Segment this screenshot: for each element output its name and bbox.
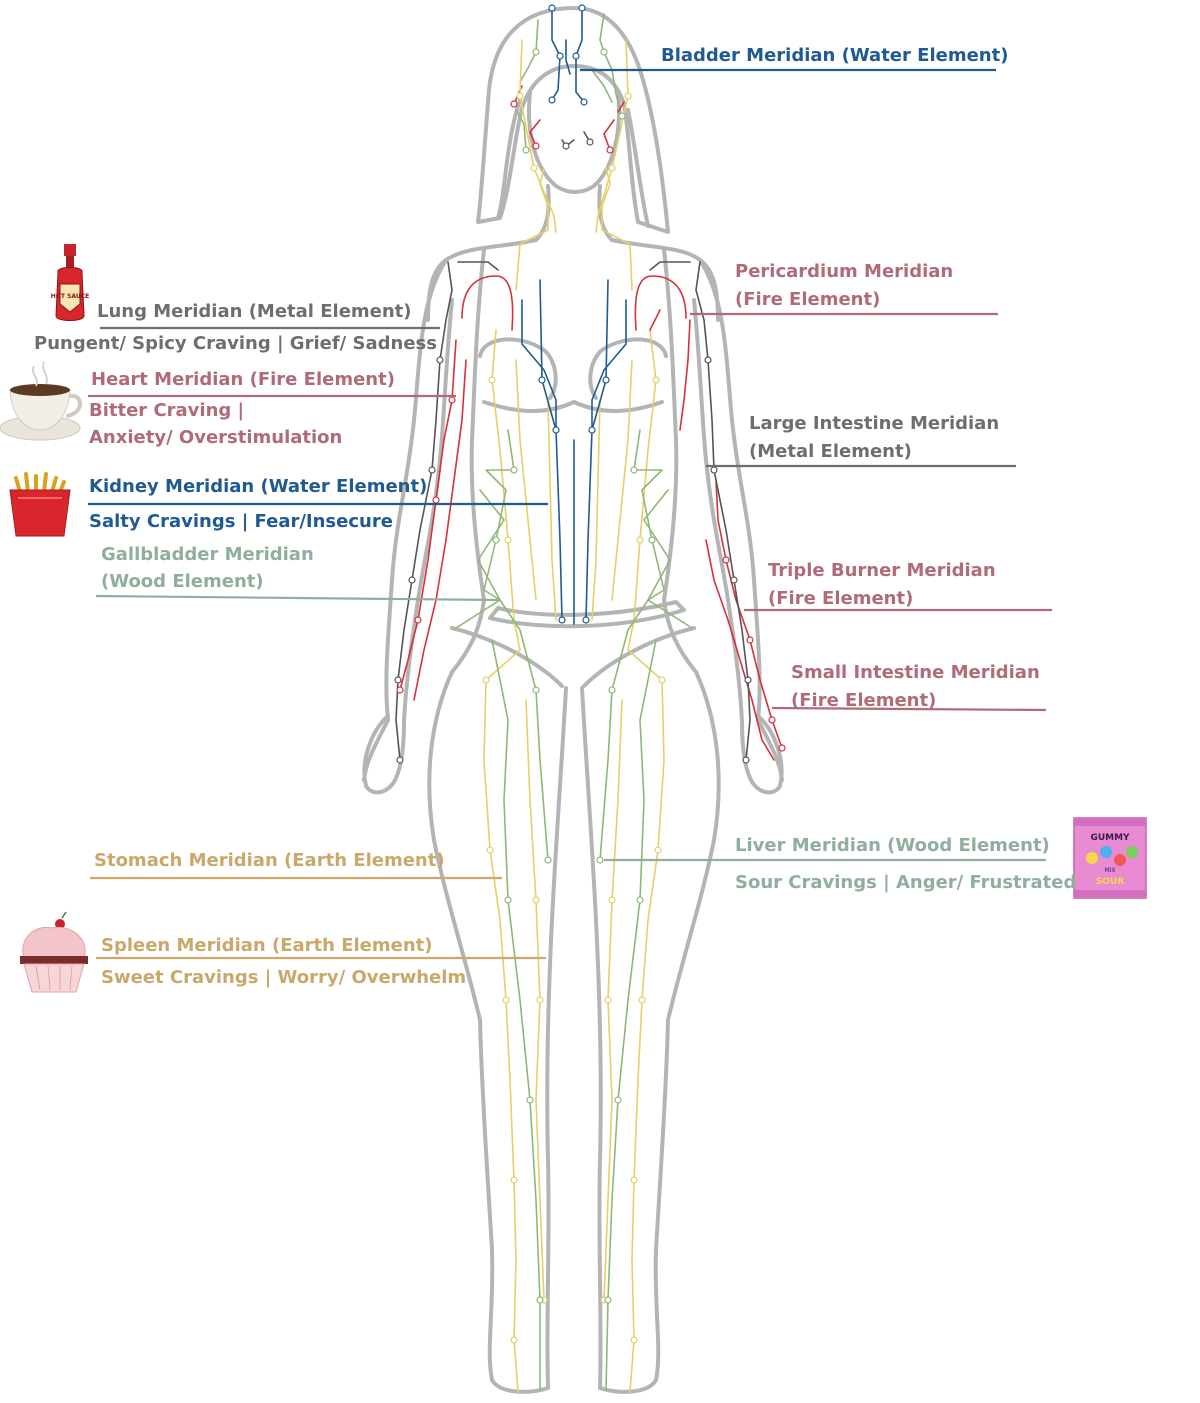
- kidney-craving-label: Salty Cravings | Fear/Insecure: [89, 511, 393, 532]
- hair-outline: [476, 6, 670, 234]
- gallbladder-meridian-label: Gallbladder Meridian: [101, 544, 314, 565]
- kidney-meridian-label: Kidney Meridian (Water Element): [89, 476, 428, 497]
- right-arm-outer: [698, 258, 784, 782]
- kidney-meridian-torso: [521, 279, 627, 625]
- liver-gallbladder-meridian: [455, 429, 693, 1391]
- lung-craving-label: Pungent/ Spicy Craving | Grief/ Sadness: [34, 333, 437, 354]
- cupcake-icon: [20, 911, 88, 993]
- hot-sauce-bottle-icon: HOT SAUCE: [51, 244, 89, 321]
- hot-sauce-label-text: HOT SAUCE: [51, 293, 89, 300]
- neck-right: [597, 184, 614, 242]
- left-leg-outer: [478, 1018, 550, 1394]
- spleen-meridian-label: Spleen Meridian (Earth Element): [101, 935, 433, 956]
- gallbladder-leader: [95, 594, 499, 602]
- acupoint-dots: [394, 4, 786, 1344]
- small-intestine-meridian-label: Small Intestine Meridian: [791, 662, 1040, 683]
- pericardium-meridian-label: Pericardium Meridian: [735, 261, 954, 282]
- french-fries-icon: [9, 472, 71, 537]
- body-outline: [362, 6, 784, 1394]
- gummy-bag-sour: SOUR: [1096, 877, 1124, 887]
- gallbladder-meridian-head: [515, 13, 623, 151]
- brief-right: [582, 626, 696, 688]
- triple-burner-meridian-label: Triple Burner Meridian: [768, 560, 996, 581]
- liver-craving-label: Sour Cravings | Anger/ Frustrated: [735, 872, 1077, 893]
- small-intestine-element-label: (Fire Element): [791, 690, 937, 711]
- right-leg-inner: [580, 686, 603, 1390]
- large-intestine-element-label: (Metal Element): [749, 441, 912, 462]
- triple-burner-element-label: (Fire Element): [768, 588, 914, 609]
- liver-meridian-label: Liver Meridian (Wood Element): [735, 835, 1050, 856]
- face-outline: [527, 90, 621, 194]
- coffee-cup-icon: [0, 361, 82, 441]
- left-arm-outer: [362, 258, 448, 782]
- left-hand: [362, 714, 406, 795]
- spleen-craving-label: Sweet Cravings | Worry/ Overwhelm: [101, 967, 467, 988]
- stomach-meridian-label: Stomach Meridian (Earth Element): [94, 850, 445, 871]
- right-torso-side: [662, 248, 721, 1022]
- hair-inner-right: [626, 108, 650, 228]
- bust-left: [478, 337, 558, 400]
- heart-meridian-label: Heart Meridian (Fire Element): [91, 369, 395, 390]
- heart-meridian-arms: [399, 275, 783, 761]
- bust-right: [588, 337, 668, 400]
- leader-lines: [88, 68, 1052, 960]
- pericardium-element-label: (Fire Element): [735, 289, 881, 310]
- lung-meridian-label: Lung Meridian (Metal Element): [97, 301, 412, 322]
- gummy-bag-mix: MIX: [1104, 867, 1115, 874]
- heart-craving-label-2: Anxiety/ Overstimulation: [89, 427, 343, 448]
- bladder-meridian-label: Bladder Meridian (Water Element): [661, 45, 1009, 66]
- brief-left: [450, 626, 564, 688]
- small-intestine-leader: [771, 706, 1047, 712]
- meridian-lines: [395, 7, 783, 1393]
- gummy-bag-title: GUMMY: [1090, 833, 1130, 843]
- waistband: [488, 600, 686, 629]
- right-arm-inner: [692, 298, 744, 724]
- neck-left: [534, 184, 551, 242]
- large-intestine-meridian-label: Large Intestine Meridian: [749, 413, 1000, 434]
- left-arm-inner: [402, 298, 454, 724]
- gallbladder-element-label: (Wood Element): [101, 571, 264, 592]
- right-hand: [740, 714, 784, 795]
- gummy-candy-bag-icon: GUMMY MIX SOUR: [1073, 817, 1147, 899]
- right-leg-outer: [598, 1018, 670, 1394]
- left-leg-inner: [545, 686, 568, 1390]
- hair-inner-left: [496, 98, 522, 220]
- left-torso-side: [427, 248, 486, 1022]
- heart-craving-label-1: Bitter Craving |: [89, 400, 245, 421]
- bra-band: [482, 400, 664, 413]
